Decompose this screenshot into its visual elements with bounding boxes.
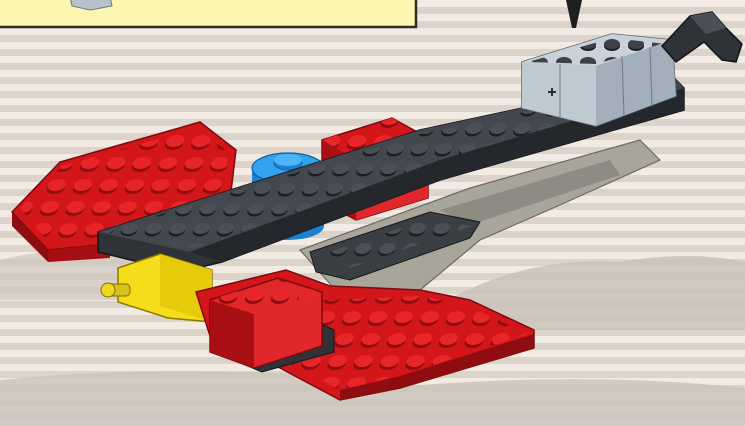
propeller-hub (101, 283, 115, 297)
inset-callout-panel (0, 0, 416, 27)
